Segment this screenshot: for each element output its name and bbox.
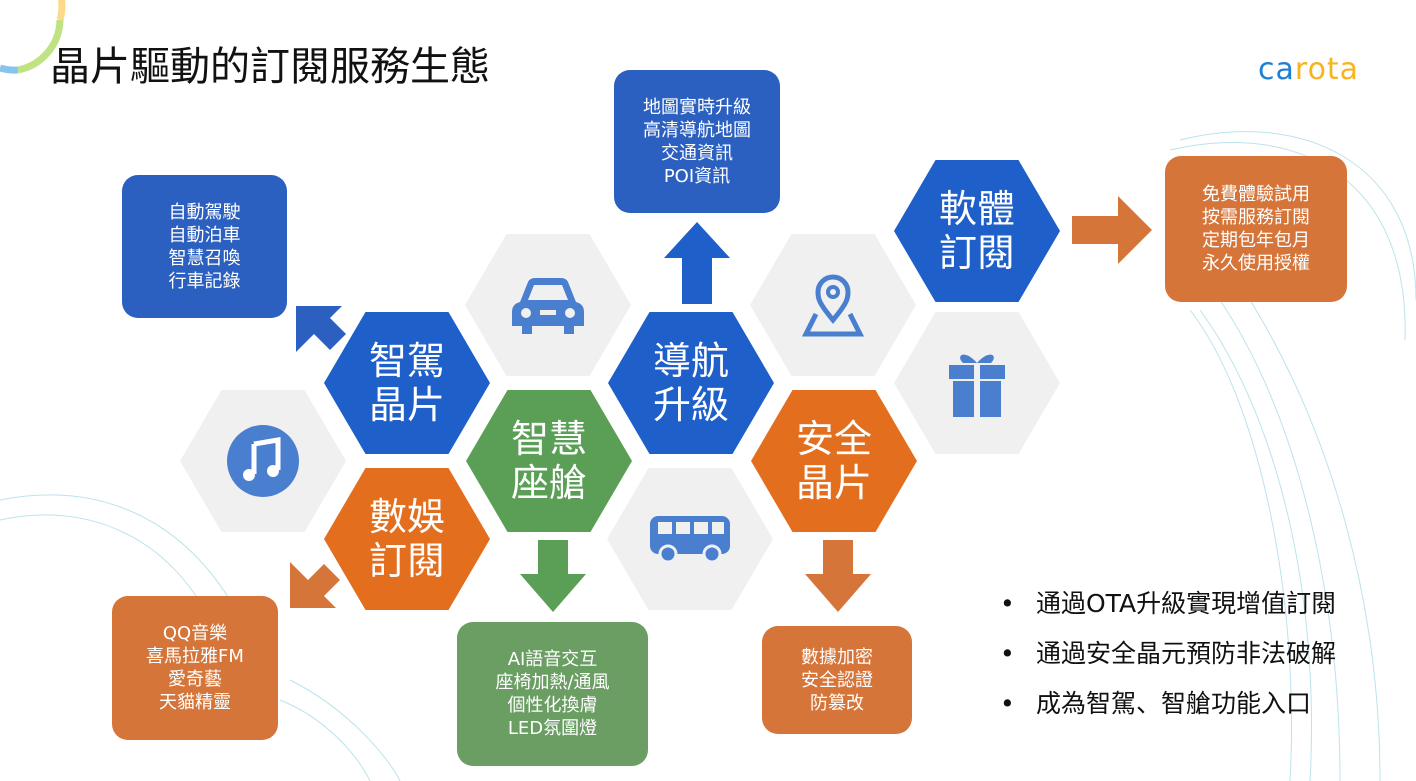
box-item: 地圖實時升級 — [643, 96, 751, 118]
bullet-text: 成為智駕、智艙功能入口 — [1036, 689, 1312, 718]
arrow-down-left-icon — [290, 562, 340, 608]
bullet-dot: • — [1000, 589, 1015, 618]
box-item: 數據加密 — [801, 646, 873, 668]
box-item: 高清導航地圖 — [643, 119, 751, 141]
page-title: 晶片驅動的訂閱服務生態 — [50, 44, 490, 90]
map-pin-icon — [801, 274, 865, 337]
music-note-icon — [227, 425, 299, 497]
carota-logo: carota — [1258, 52, 1360, 87]
hex-label: 安全 — [795, 417, 872, 461]
box-item: 交通資訊 — [661, 142, 733, 164]
map-hex — [750, 234, 916, 376]
bullet-text: 通過安全晶元預防非法破解 — [1036, 639, 1337, 668]
box-item: 個性化換膚 — [507, 695, 598, 716]
arrow-down-orange-icon — [805, 540, 871, 612]
hex-label: 訂閱 — [938, 231, 1015, 275]
bus-icon — [650, 516, 730, 564]
hex-label: 數娛 — [368, 495, 445, 539]
gift-icon — [949, 354, 1005, 417]
box-item: 免費體驗試用 — [1202, 184, 1310, 205]
hex-label: 導航 — [652, 339, 729, 383]
hex-label: 智慧 — [510, 417, 587, 461]
hex-label: 座艙 — [510, 461, 587, 505]
bullet-item: • 通過安全晶元預防非法破解 — [1000, 634, 1336, 670]
box-item: 按需服務訂閱 — [1202, 207, 1310, 228]
hex-label: 晶片 — [795, 461, 872, 505]
box-item: 智慧召喚 — [168, 247, 241, 269]
box-item: 愛奇藝 — [168, 669, 222, 690]
box-item: 自動泊車 — [168, 224, 241, 246]
box-item: AI語音交互 — [507, 649, 598, 670]
bullet-dot: • — [1000, 689, 1015, 718]
bullet-dot: • — [1000, 639, 1015, 668]
box-item: 防篡改 — [810, 692, 864, 714]
box-item: 自動駕駛 — [168, 201, 241, 223]
bus-hex — [607, 468, 773, 610]
hex-label: 智駕 — [368, 339, 445, 383]
box-item: 定期包年包月 — [1202, 230, 1310, 251]
box-security-features: 數據加密安全認證防篡改 — [762, 626, 912, 734]
arrow-right-icon — [1072, 196, 1152, 264]
bullet-text: 通過OTA升級實現增值訂閱 — [1036, 589, 1337, 618]
box-item: 行車記錄 — [168, 270, 241, 292]
box-item: 座椅加熱/通風 — [495, 672, 610, 693]
hex-label: 軟體 — [938, 187, 1015, 231]
corner-arc-decoration — [0, 0, 66, 74]
bullet-item: • 通過OTA升級實現增值訂閱 — [1000, 584, 1336, 620]
hex-security-chip: 安全晶片 — [751, 390, 917, 532]
box-item: QQ音樂 — [162, 623, 228, 644]
box-item: LED氛圍燈 — [507, 718, 598, 739]
car-icon — [512, 278, 584, 334]
bullet-item: • 成為智駕、智艙功能入口 — [1000, 684, 1311, 720]
arrow-down-green-icon — [520, 540, 586, 612]
hex-label: 升級 — [652, 383, 729, 427]
hex-label: 訂閱 — [368, 539, 445, 583]
hex-label: 晶片 — [368, 383, 445, 427]
arrow-up-left-icon — [296, 306, 346, 352]
arrow-up-icon — [664, 222, 730, 304]
box-subscription-models: 免費體驗試用按需服務訂閱定期包年包月永久使用授權 — [1165, 156, 1347, 302]
box-item: 永久使用授權 — [1202, 253, 1310, 274]
hex-navigation-upgrade: 導航升級 — [608, 312, 774, 454]
box-item: 安全認證 — [801, 669, 873, 691]
box-smart-drive-features: 自動駕駛自動泊車智慧召喚行車記錄 — [122, 175, 287, 318]
box-item: 天貓精靈 — [159, 692, 231, 713]
box-item: 喜馬拉雅FM — [146, 646, 244, 667]
box-item: POI資訊 — [663, 165, 731, 187]
